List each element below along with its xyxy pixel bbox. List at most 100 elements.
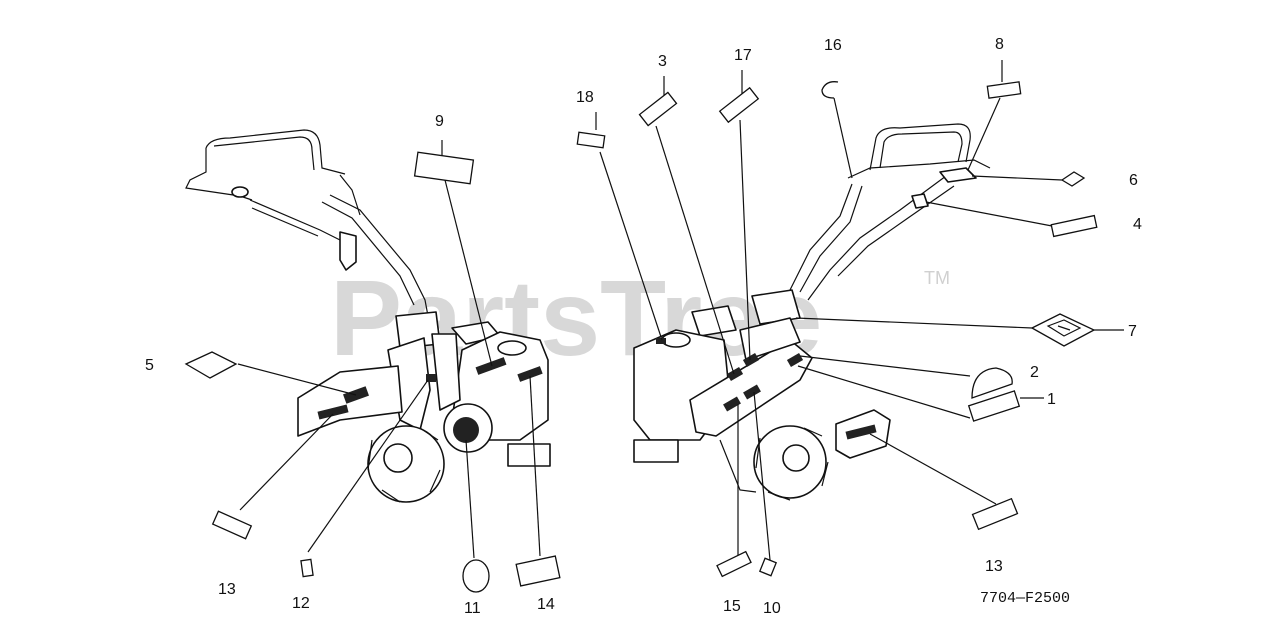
callout-2: 2 bbox=[1030, 364, 1039, 381]
left-fuel-cap bbox=[497, 340, 527, 356]
right-decal-18 bbox=[656, 338, 666, 344]
right-handle-crossbar bbox=[847, 159, 991, 179]
leader-8 bbox=[967, 97, 1001, 171]
decal-13-right-shape bbox=[971, 497, 1019, 531]
right-decal-10 bbox=[743, 384, 761, 400]
callout-4: 4 bbox=[1133, 216, 1142, 233]
left-lever bbox=[339, 231, 357, 271]
decal-18-shape bbox=[576, 131, 606, 149]
right-decal-1 bbox=[786, 353, 804, 367]
callout-5: 5 bbox=[145, 357, 154, 374]
leader-12 bbox=[307, 379, 429, 553]
decal-13-left-shape bbox=[211, 510, 253, 540]
decal-11-shape bbox=[462, 559, 490, 593]
leader-6 bbox=[971, 175, 1063, 181]
left-decal-14 bbox=[517, 366, 543, 382]
left-transmission-cover bbox=[431, 333, 461, 411]
leader-11 bbox=[465, 439, 475, 559]
decal-8-shape bbox=[986, 81, 1022, 99]
right-handle-control bbox=[939, 167, 977, 183]
callout-6: 6 bbox=[1129, 172, 1138, 189]
left-engine-base bbox=[507, 443, 551, 467]
decal-17-shape bbox=[718, 86, 760, 124]
decal-15-shape bbox=[716, 550, 752, 578]
left-wheel-tread bbox=[367, 427, 441, 503]
right-handle-left-bar bbox=[789, 183, 853, 291]
leader-16 bbox=[833, 97, 853, 179]
decal-4-shape bbox=[1050, 214, 1098, 238]
decal-14-shape bbox=[515, 555, 561, 587]
right-fuel-cap bbox=[661, 332, 691, 348]
right-decal-15 bbox=[723, 396, 741, 412]
callout-13-right: 13 bbox=[985, 558, 1003, 575]
left-wheel-hub bbox=[383, 443, 413, 473]
decal-1-shape bbox=[967, 390, 1021, 422]
right-transmission-cover bbox=[739, 317, 801, 361]
leader-13-right bbox=[869, 433, 997, 505]
left-handle-column bbox=[329, 194, 429, 317]
callout-numbers: 9 5 13 12 11 14 18 3 17 16 8 6 4 7 2 1 1… bbox=[145, 36, 1142, 617]
callout-13-left: 13 bbox=[218, 581, 236, 598]
right-handle-top-loop bbox=[869, 123, 971, 171]
leader-18 bbox=[599, 151, 663, 341]
callout-14: 14 bbox=[537, 596, 555, 613]
callout-9: 9 bbox=[435, 113, 444, 130]
decal-5-shape bbox=[184, 351, 238, 379]
right-engine-base bbox=[633, 439, 679, 463]
callout-10: 10 bbox=[763, 600, 781, 617]
left-decal-12 bbox=[426, 374, 436, 382]
decal-7-shape bbox=[1030, 313, 1096, 347]
decal-10-shape bbox=[758, 557, 778, 577]
right-handle-right-bar-2 bbox=[837, 185, 955, 277]
left-tiller-illustration bbox=[185, 129, 551, 503]
leader-9 bbox=[444, 179, 493, 367]
right-column-block bbox=[751, 289, 801, 325]
callout-15: 15 bbox=[723, 598, 741, 615]
leader-2 bbox=[799, 355, 971, 377]
right-wheel-hub bbox=[782, 444, 810, 472]
leader-17 bbox=[739, 119, 751, 361]
leader-3 bbox=[655, 125, 735, 375]
leader-13-left bbox=[239, 413, 334, 511]
left-recoil-decal bbox=[453, 417, 479, 443]
leader-7 bbox=[795, 317, 1033, 329]
left-cable bbox=[339, 174, 361, 216]
leader-1 bbox=[797, 365, 971, 419]
right-handle-left-bar-2 bbox=[799, 185, 863, 293]
callout-12: 12 bbox=[292, 595, 310, 612]
diagram-code: 7704—F2500 bbox=[980, 590, 1070, 607]
decal-6-shape bbox=[1060, 171, 1086, 187]
leader-5 bbox=[237, 363, 357, 396]
decal-3-shape bbox=[638, 91, 678, 127]
right-tiller-illustration bbox=[633, 123, 991, 501]
right-handle-inner-loop bbox=[879, 131, 963, 169]
decal-7-inner-symbol bbox=[1046, 319, 1082, 337]
watermark-trademark: TM bbox=[924, 268, 950, 288]
right-wheel-rear bbox=[719, 439, 757, 493]
left-handle-top-loop bbox=[205, 129, 346, 175]
right-decal-3 bbox=[726, 367, 744, 381]
left-throttle-knob bbox=[231, 186, 249, 198]
callout-18: 18 bbox=[576, 89, 594, 106]
left-handle-lower-bar bbox=[249, 199, 341, 241]
decal-shapes bbox=[184, 81, 1098, 593]
callout-16: 16 bbox=[824, 37, 842, 54]
callout-11: 11 bbox=[464, 600, 481, 617]
left-decal-13 bbox=[317, 404, 349, 420]
leader-lines bbox=[237, 60, 1124, 561]
right-wheel-tread bbox=[755, 427, 829, 501]
decal-9-shape bbox=[413, 151, 475, 185]
decal-2-shape bbox=[971, 367, 1013, 399]
callout-1: 1 bbox=[1047, 391, 1056, 408]
callout-3: 3 bbox=[658, 53, 667, 70]
leader-14 bbox=[529, 375, 541, 557]
left-handle-column-2 bbox=[321, 201, 415, 306]
left-handle-inner-loop bbox=[213, 136, 315, 171]
callout-8: 8 bbox=[995, 36, 1004, 53]
callout-7: 7 bbox=[1128, 323, 1137, 340]
right-decal-13 bbox=[845, 424, 877, 440]
right-decal-17 bbox=[742, 353, 760, 367]
left-decal-9 bbox=[475, 357, 507, 375]
decal-16-shape bbox=[821, 81, 839, 99]
